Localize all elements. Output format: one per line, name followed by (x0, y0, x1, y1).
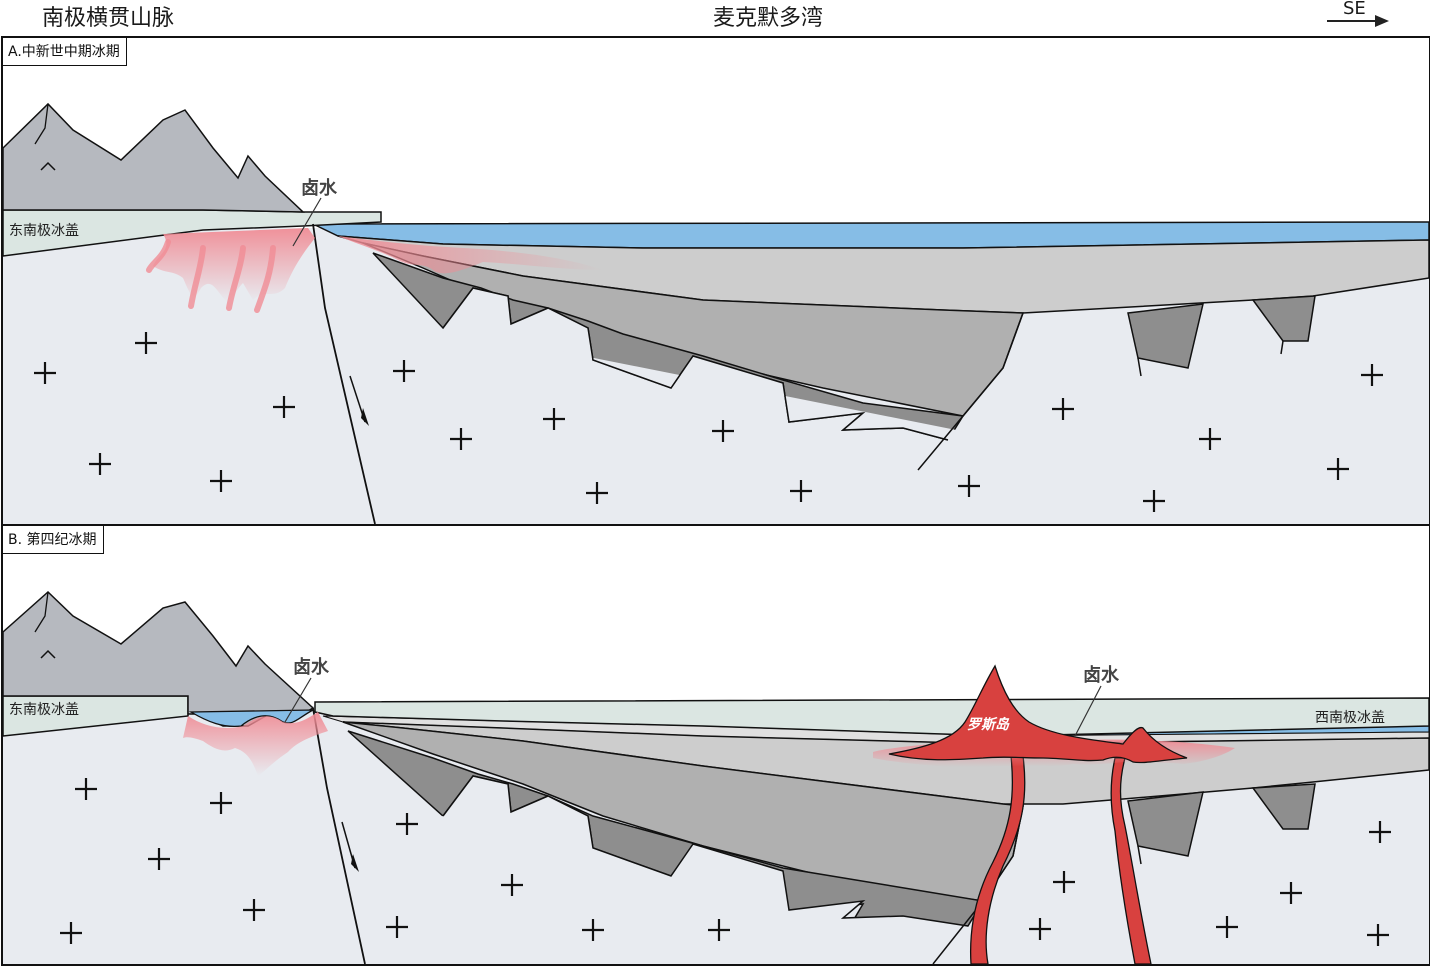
valley-lake (188, 709, 314, 728)
volcanic-conduit-1 (970, 755, 1026, 964)
basement-steps (3, 288, 1429, 524)
panel-b: B. 第四纪冰期 (1, 524, 1430, 966)
basement-steps (3, 776, 968, 964)
panel-a-label: A.中新世中期冰期 (3, 38, 127, 66)
brine-label-west: 卤水 (1083, 664, 1120, 686)
graben-right-2 (1251, 783, 1316, 830)
panel-b-diagram: 罗斯岛 卤水 卤水 东南极冰盖 西南极冰盖 (3, 590, 1429, 964)
ice-cap-east-label: 东南极冰盖 (9, 223, 79, 239)
graben-right-2 (1251, 295, 1316, 342)
ross-island-label: 罗斯岛 (967, 716, 1010, 733)
ross-island (888, 664, 1188, 764)
brine-east (183, 712, 328, 776)
ice-cap-east-label: 东南极冰盖 (9, 702, 79, 718)
direction-label: SE (1343, 0, 1366, 19)
ice-cap-west-label: 西南极冰盖 (1315, 710, 1385, 726)
panel-a-diagram: 卤水 东南极冰盖 (3, 102, 1429, 524)
mountains (3, 102, 305, 213)
basement-crosses (34, 332, 1383, 512)
ice-cap-west (314, 697, 1429, 737)
direction-arrow-icon (1327, 15, 1389, 27)
main-fault (312, 707, 366, 964)
brine-label: 卤水 (301, 177, 338, 199)
brine-shelf (338, 236, 603, 274)
main-fault (312, 223, 376, 524)
panel-a: A.中新世中期冰期 (1, 36, 1430, 526)
brine-label-east: 卤水 (293, 656, 330, 678)
graben-right-1 (1127, 303, 1204, 369)
header-left-title: 南极横贯山脉 (42, 6, 175, 31)
volcanic-conduit-2 (1110, 757, 1152, 964)
panel-b-label: B. 第四纪冰期 (3, 526, 104, 554)
header-center-title: 麦克默多湾 (713, 6, 824, 31)
graben-right-1 (1127, 791, 1204, 857)
basement-crosses (60, 778, 1391, 946)
